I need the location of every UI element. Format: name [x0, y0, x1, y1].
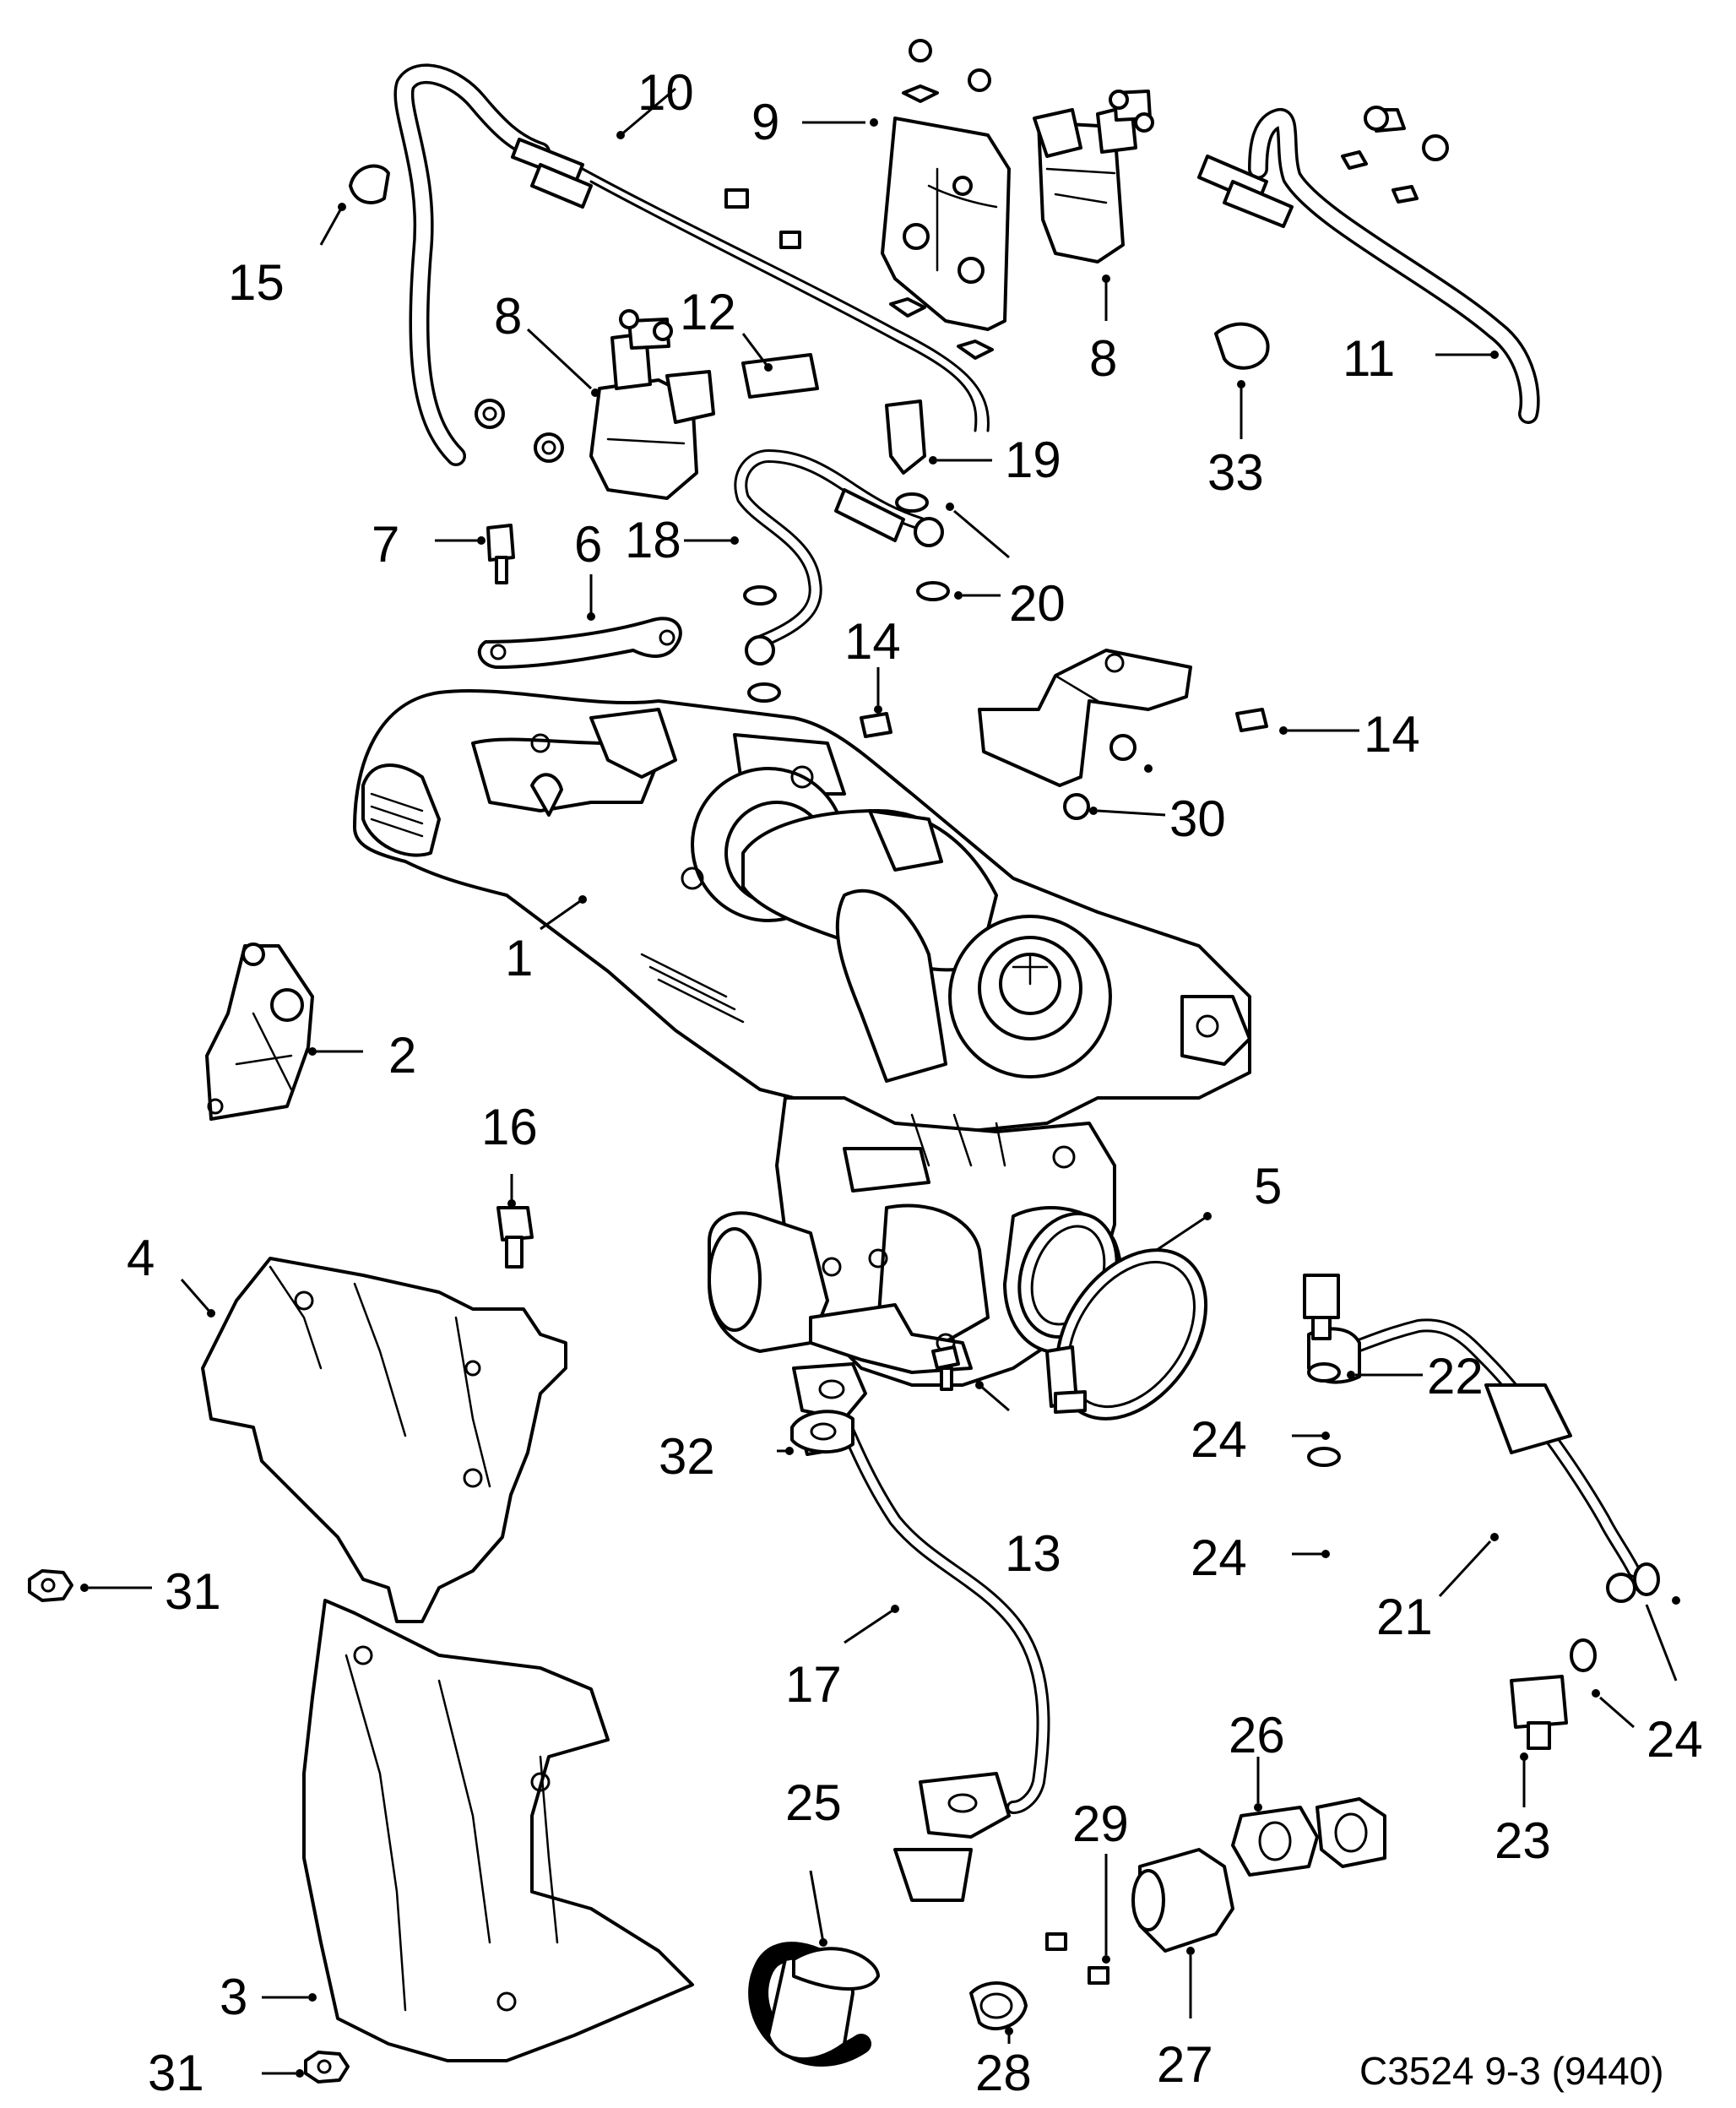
callout-26: 26: [1229, 1707, 1285, 1763]
callout-8-right: 8: [1089, 330, 1117, 387]
valve-27: [1131, 1797, 1386, 1953]
callout-28: 28: [975, 2045, 1032, 2101]
callout-3: 3: [220, 1969, 247, 2025]
bracket-9: [881, 39, 1011, 360]
solenoid-valve-8-left: [589, 309, 715, 500]
callout-24-b: 24: [1191, 1529, 1247, 1586]
callout-4: 4: [127, 1230, 155, 1286]
callout-25: 25: [785, 1774, 842, 1831]
callout-13: 13: [1005, 1525, 1061, 1582]
callout-15: 15: [228, 254, 285, 311]
callout-32: 32: [659, 1428, 715, 1485]
turbo-manifold-1: [353, 689, 1251, 1133]
callout-7: 7: [372, 516, 399, 573]
callout-2: 2: [388, 1027, 416, 1084]
leader-lines: [80, 87, 1680, 2078]
bracket-6: [477, 524, 682, 669]
oil-feed-pipe-18: [734, 399, 950, 703]
small-fasteners-upper: [349, 106, 1449, 463]
callout-21: 21: [1376, 1589, 1433, 1645]
callout-16: 16: [481, 1099, 538, 1155]
callout-19: 19: [1005, 432, 1061, 488]
vacuum-hose-11: [1197, 108, 1540, 424]
gasket-32: [790, 1345, 960, 1454]
callout-33: 33: [1207, 444, 1264, 501]
callout-24-c: 24: [1646, 1711, 1703, 1768]
clamp-5: [1045, 1248, 1208, 1421]
bracket-2: [205, 943, 314, 1121]
callout-29: 29: [1072, 1796, 1129, 1852]
callout-11: 11: [1343, 330, 1395, 387]
callout-5: 5: [1254, 1158, 1282, 1214]
callout-1: 1: [505, 930, 533, 986]
clamp-28: [969, 1932, 1109, 2031]
heat-shield-3: [302, 1599, 694, 2062]
callout-14-left: 14: [844, 613, 901, 670]
callout-14-right: 14: [1364, 706, 1420, 763]
drawing-code: C3524 9-3 (9440): [1359, 2049, 1664, 2093]
nuts-31: [28, 1569, 350, 2084]
callout-18: 18: [625, 512, 681, 568]
callout-31-b: 31: [148, 2045, 204, 2101]
callout-9: 9: [751, 94, 779, 150]
oil-pipe-21: [1303, 1274, 1660, 1750]
callout-20: 20: [1009, 575, 1066, 632]
turbocharger-housing: [708, 1096, 1123, 1387]
callout-17: 17: [785, 1656, 842, 1713]
heat-shield-4: [201, 1257, 567, 1623]
callout-6: 6: [574, 516, 602, 573]
callout-labels: 10 9 15 8 12 8 11 33 19 18 7 6 20 14 14 …: [127, 64, 1703, 2101]
callout-31-a: 31: [165, 1563, 221, 1620]
vacuum-hose-10: [393, 63, 990, 466]
callout-27: 27: [1157, 2036, 1213, 2093]
callout-8-left: 8: [494, 288, 522, 345]
callout-24-a: 24: [1191, 1411, 1247, 1468]
callout-12: 12: [680, 284, 736, 340]
bolt-16: [496, 1206, 534, 1269]
callout-23: 23: [1495, 1812, 1551, 1869]
oil-return-pipe-17: [792, 1362, 1050, 1902]
hose-25: [748, 1942, 880, 2067]
callout-10: 10: [637, 64, 694, 121]
solenoid-valve-8-right: [1033, 90, 1154, 264]
callout-22: 22: [1427, 1348, 1484, 1404]
bracket-14: [860, 649, 1268, 820]
callout-30: 30: [1169, 790, 1226, 847]
